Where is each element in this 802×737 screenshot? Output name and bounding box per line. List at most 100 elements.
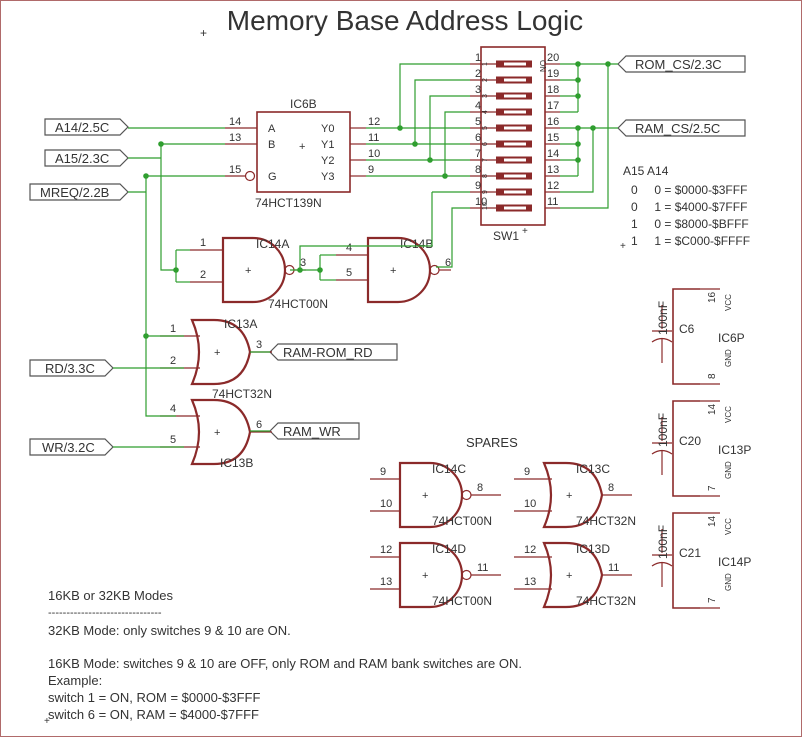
ic6b-pin10: 10 (368, 148, 380, 160)
ic6b-pin13: 13 (229, 132, 241, 144)
port-rd (29, 359, 114, 377)
gnd-label: GND (724, 461, 733, 479)
gate-name: IC13A (224, 317, 257, 331)
port-mreq-label: MREQ/2.2B (40, 185, 109, 200)
gate-in-pin: 9 (380, 466, 386, 478)
sw1-inner-num: 7 (482, 158, 489, 162)
gate-in-pin: 9 (524, 466, 530, 478)
nand-bubble (461, 489, 472, 501)
sw1-inner-num: 9 (482, 190, 489, 194)
svg-text:+: + (214, 427, 220, 439)
gate-part: 74HCT00N (268, 297, 328, 311)
ic6b-pin11: 11 (368, 132, 379, 144)
gate-name: IC13B (220, 456, 253, 470)
sw1-body (480, 46, 546, 226)
power-ic-name: IC14P (718, 555, 751, 569)
port-rd-label: RD/3.3C (45, 361, 95, 376)
notes-line-5: Example: (48, 673, 102, 688)
port-mreq (29, 183, 129, 201)
port-ram-cs-label: RAM_CS/2.5C (635, 121, 720, 136)
sw1-left-pin: 4 (475, 100, 481, 112)
gate-in-pin: 1 (170, 323, 176, 335)
sw1-inner-num: 8 (482, 174, 489, 178)
port-ram-cs (617, 119, 746, 137)
notes-line-0: 16KB or 32KB Modes (48, 588, 174, 603)
gate-part: 74HCT00N (432, 514, 492, 528)
origin-cross: + (200, 26, 207, 40)
notes-line-6: switch 1 = ON, ROM = $0000-$3FFF (48, 690, 260, 705)
gate-in-pin: 2 (170, 355, 176, 367)
gate-out-pin: 8 (608, 482, 614, 494)
ic6b-g-bubble (244, 170, 256, 182)
sw1-inner-num: 3 (482, 94, 489, 98)
port-a15 (44, 149, 129, 167)
gate-in-pin: 5 (170, 434, 176, 446)
sw1-inner-num: 10 (482, 202, 489, 210)
gate-part: 74HCT32N (212, 387, 272, 401)
gate-in-pin: 12 (524, 544, 536, 556)
vcc-pin-num: 16 (707, 291, 718, 303)
gate-name: IC14A (256, 237, 289, 251)
sw1-left-pin: 8 (475, 164, 481, 176)
gate-out-pin: 11 (608, 562, 619, 574)
gate-in-pin: 10 (524, 498, 536, 510)
sw1-right-pin: 15 (547, 132, 559, 144)
gnd-pin-num: 8 (707, 373, 718, 379)
sw1-inner-num: 1 (482, 62, 489, 66)
power-ic-name: IC13P (718, 443, 751, 457)
gate-part: 74HCT00N (432, 594, 492, 608)
port-ram-rom-rd (269, 343, 398, 361)
sw1-right-pin: 14 (547, 148, 559, 160)
gate-part: 74HCT32N (576, 514, 636, 528)
sw1-left-pin: 2 (475, 68, 481, 80)
port-wr-label: WR/3.2C (42, 440, 95, 455)
gate-name: IC13C (576, 462, 610, 476)
truth-table-header: A15 A14 (623, 164, 669, 178)
port-a14 (44, 118, 129, 136)
ic6b-body (256, 111, 351, 193)
vcc-label: VCC (724, 294, 733, 311)
sw1-left-pin: 3 (475, 84, 481, 96)
vcc-label: VCC (724, 406, 733, 423)
svg-text:+: + (620, 241, 626, 252)
input-ports: A14/2.5C A15/2.3C MREQ/2.2B RD/3.3C WR/3… (29, 118, 129, 456)
svg-text:+: + (390, 265, 396, 277)
gate-part: 74HCT32N (576, 594, 636, 608)
truth-table: A15 A14 0 0 = $0000-$3FFF 0 1 = $4000-$7… (620, 164, 750, 252)
gate-in-pin: 2 (200, 269, 206, 281)
sw1-right-pin: 17 (547, 100, 559, 112)
port-a15-label: A15/2.3C (55, 151, 109, 166)
ic6b-part: 74HCT139N (255, 196, 322, 210)
sw1-right-pin: 16 (547, 116, 559, 128)
notes-block: 16KB or 32KB Modes ---------------------… (44, 588, 522, 727)
sw1-left-pin: 9 (475, 180, 481, 192)
gate-out-pin: 3 (300, 257, 306, 269)
sw1-right-pin: 11 (547, 196, 558, 208)
gate-in-pin: 12 (380, 544, 392, 556)
svg-text:+: + (422, 570, 428, 582)
cap-name: C6 (679, 322, 695, 336)
cap-name: C20 (679, 434, 701, 448)
gate-in-pin: 1 (200, 237, 206, 249)
sw1-left-pin: 5 (475, 116, 481, 128)
sw1-inner-num: 4 (482, 110, 489, 114)
cap-value: 100nF (656, 525, 670, 559)
vcc-pin-num: 14 (707, 403, 718, 415)
sw1-inner-num: 2 (482, 78, 489, 82)
gate-in-pin: 4 (170, 403, 176, 415)
sw1-name: SW1 (493, 229, 519, 243)
gnd-pin-num: 7 (707, 597, 718, 603)
ic6b-pin12: 12 (368, 116, 380, 128)
page-title: Memory Base Address Logic (227, 5, 583, 36)
ic6b-pin15: 15 (229, 164, 241, 176)
ic6b-pin14: 14 (229, 116, 241, 128)
gate-in-pin: 4 (346, 242, 352, 254)
